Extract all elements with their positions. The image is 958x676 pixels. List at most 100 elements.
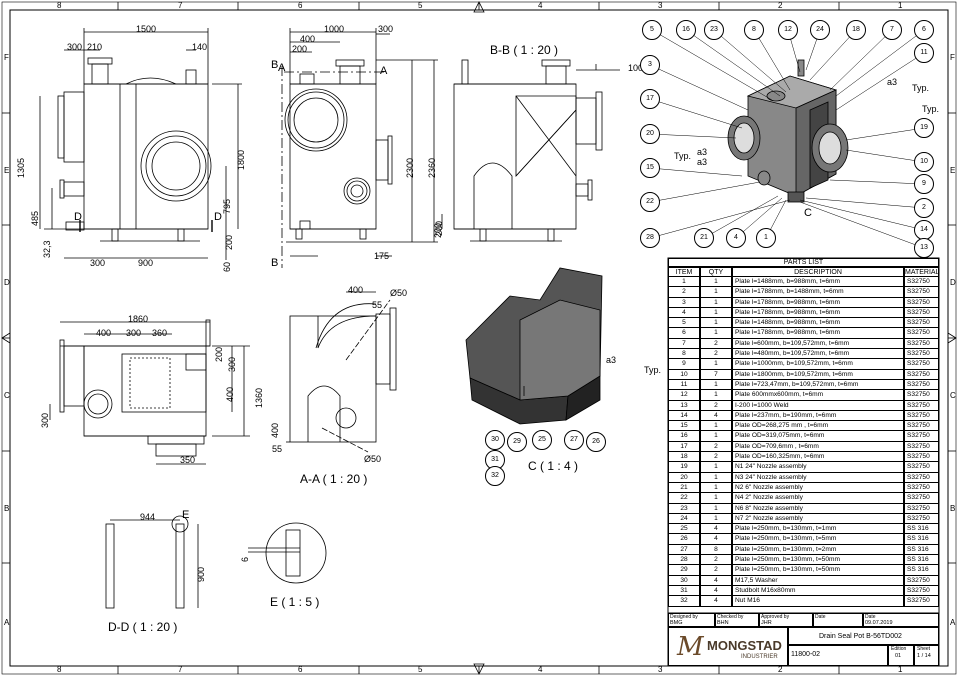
zone-label-bottom: 5: [418, 665, 423, 674]
parts-cell-material: S32750: [904, 328, 939, 339]
zone-label-right: C: [950, 391, 956, 400]
section-letter: B: [271, 59, 279, 71]
parts-cell-description: Plate l=250mm, b=130mm, t=1mm: [732, 524, 904, 535]
drawing-title: Drain Seal Pot B-56TD002: [819, 633, 902, 640]
parts-cell-item: 10: [668, 369, 700, 380]
part-balloon: 8: [744, 20, 764, 40]
zone-label-bottom: 8: [57, 665, 62, 674]
section-letter: D: [74, 211, 82, 223]
part-balloon: 19: [914, 118, 934, 138]
parts-cell-qty: 4: [700, 596, 732, 607]
drawing-number-cell: 11800-02: [788, 645, 888, 666]
dimension-label: 400: [270, 422, 280, 438]
date-label-2: Date: [865, 614, 876, 620]
parts-header-material: MATERIAL: [904, 267, 940, 277]
part-balloon: 22: [640, 192, 660, 212]
parts-cell-qty: 4: [700, 534, 732, 545]
parts-cell-material: S32750: [904, 369, 939, 380]
parts-cell-item: 32: [668, 596, 700, 607]
parts-cell-item: 15: [668, 421, 700, 432]
part-balloon: 30: [485, 430, 505, 450]
parts-cell-qty: 1: [700, 431, 732, 442]
dimension-label: 400: [300, 34, 316, 44]
dimension-label: 300: [67, 42, 83, 52]
part-balloon: 25: [532, 430, 552, 450]
parts-cell-description: Plate l=723,47mm, b=109,572mm, t=6mm: [732, 379, 904, 391]
dimension-label: 140: [192, 42, 208, 52]
zone-label-bottom: 1: [898, 665, 903, 674]
parts-cell-qty: 8: [700, 544, 732, 556]
parts-list-title: PARTS LIST: [668, 258, 939, 267]
part-balloon: 17: [640, 89, 660, 109]
iso-typ-2: Typ.: [922, 104, 940, 114]
parts-cell-qty: 1: [700, 513, 732, 525]
parts-cell-material: S32750: [904, 400, 939, 411]
approved-by-value: JHR: [761, 620, 772, 626]
parts-cell-qty: 1: [700, 390, 732, 401]
parts-cell-material: SS 316: [904, 565, 939, 576]
part-balloon: 14: [914, 220, 934, 240]
parts-cell-material: S32750: [904, 390, 939, 401]
parts-cell-description: M17,5 Washer: [732, 575, 904, 586]
parts-cell-material: S32750: [904, 493, 939, 504]
part-balloon: 1: [756, 228, 776, 248]
approved-by-cell: Approved by JHR: [759, 613, 813, 627]
parts-cell-qty: 4: [700, 575, 732, 586]
detail-letter: E: [182, 509, 190, 521]
parts-cell-material: S32750: [904, 441, 939, 453]
zone-label-top: 4: [538, 1, 543, 10]
dimension-label: 200: [214, 346, 224, 362]
parts-cell-qty: 1: [700, 297, 732, 308]
dd-view-title: D-D ( 1 : 20 ): [108, 620, 178, 634]
parts-cell-item: 1: [668, 277, 700, 288]
parts-cell-description: Plate l=250mm, b=130mm, t=50mm: [732, 555, 904, 566]
dimension-label: Ø50: [364, 454, 382, 464]
dimension-label: 6: [240, 556, 250, 562]
parts-cell-qty: 2: [700, 452, 732, 463]
c-typ-label: Typ.: [644, 365, 662, 375]
parts-cell-qty: 2: [700, 441, 732, 453]
dimension-label: 55: [372, 300, 383, 310]
parts-cell-material: S32750: [904, 575, 939, 586]
parts-cell-description: Plate OD=319,075mm, t=6mm: [732, 431, 904, 442]
zone-label-bottom: 3: [658, 665, 663, 674]
dimension-label: 360: [152, 328, 168, 338]
parts-cell-description: Plate 600mmx600mm, t=6mm: [732, 390, 904, 401]
parts-cell-description: N4 2" Nozzle assembly: [732, 493, 904, 504]
zone-label-right: A: [950, 618, 956, 627]
parts-cell-qty: 1: [700, 472, 732, 483]
drawing-title-cell: Drain Seal Pot B-56TD002: [788, 627, 939, 645]
dimension-label: 900: [138, 258, 154, 268]
parts-cell-material: S32750: [904, 318, 939, 329]
part-balloon: 5: [642, 20, 662, 40]
c-weld-symbol: a3: [606, 355, 617, 365]
dimension-label: 400: [225, 386, 235, 402]
edition-cell: Edition 01: [888, 645, 914, 666]
parts-cell-item: 23: [668, 503, 700, 514]
zone-label-right: D: [950, 278, 956, 287]
dimension-label: 900: [196, 566, 206, 582]
c-view-title: C ( 1 : 4 ): [528, 459, 579, 473]
parts-cell-item: 16: [668, 431, 700, 442]
parts-cell-item: 27: [668, 544, 700, 556]
checked-by-cell: Checked by BHN: [715, 613, 759, 627]
dimension-label: 175: [374, 251, 390, 261]
iso-typ-1: Typ.: [912, 83, 930, 93]
parts-cell-qty: 1: [700, 277, 732, 288]
company-logo-icon: M: [677, 632, 704, 662]
zone-label-bottom: 7: [178, 665, 183, 674]
parts-list-header: ITEM QTY DESCRIPTION MATERIAL: [668, 267, 940, 277]
parts-cell-material: SS 316: [904, 544, 939, 556]
zone-label-left: A: [4, 618, 10, 627]
company-name: MONGSTAD: [707, 638, 782, 653]
dimension-label: 210: [87, 42, 103, 52]
checked-by-label: Checked by: [717, 614, 744, 620]
